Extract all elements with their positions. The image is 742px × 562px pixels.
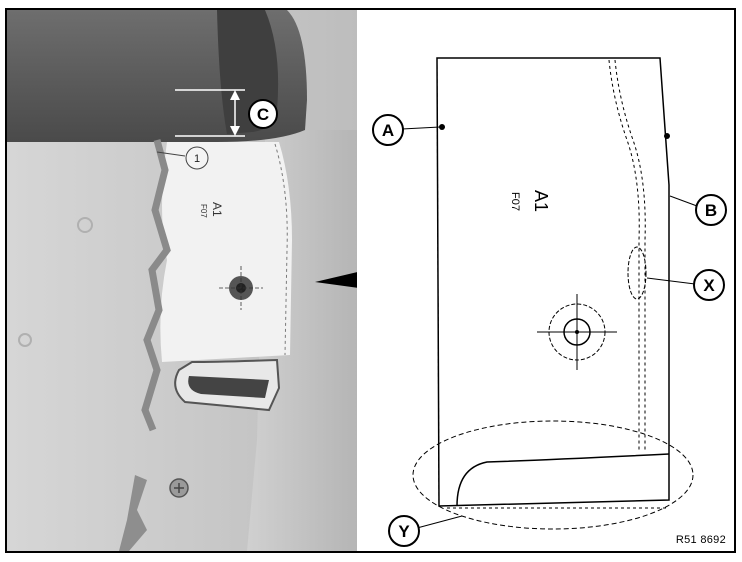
torn-edge bbox=[141, 139, 171, 432]
callout-c-circle bbox=[248, 99, 278, 129]
point-a-dot bbox=[439, 124, 445, 130]
callout-x-label: X bbox=[703, 276, 715, 295]
label-sticker bbox=[160, 142, 292, 362]
label-outline bbox=[436, 57, 670, 507]
callout-a-circle bbox=[372, 114, 404, 146]
reference-code: R51 8692 bbox=[675, 534, 726, 546]
sticker-dashed-edge bbox=[274, 143, 288, 356]
callout-a-leader bbox=[401, 126, 441, 130]
point-b-dot bbox=[664, 133, 670, 139]
label-drawing: A1 F07 A B X Y bbox=[372, 57, 727, 547]
label-left-edge bbox=[436, 57, 440, 507]
perforation-line-2 bbox=[614, 59, 646, 450]
region-x-ellipse bbox=[627, 246, 647, 300]
callout-b-leader bbox=[669, 195, 698, 207]
figure-frame: A1 F07 1 C A1 F07 bbox=[5, 8, 736, 553]
callout-x-circle bbox=[693, 269, 725, 301]
sticker-text-sub: F07 bbox=[199, 204, 208, 218]
body-screw-cross bbox=[174, 483, 184, 493]
callout-y-label: Y bbox=[398, 522, 410, 541]
door-photo: A1 F07 1 C bbox=[7, 10, 357, 551]
callout-x-leader bbox=[646, 277, 696, 285]
dim-c-arrow-up bbox=[230, 90, 240, 100]
callout-b-label: B bbox=[705, 201, 717, 220]
latch-slot bbox=[188, 376, 269, 398]
dimple-2 bbox=[18, 333, 32, 347]
damage-lower bbox=[119, 475, 147, 551]
callout-1-label: 1 bbox=[194, 153, 200, 165]
callout-y-leader bbox=[416, 515, 463, 529]
sticker-text-main: A1 bbox=[210, 202, 224, 217]
dimple-1 bbox=[77, 217, 93, 233]
region-y-ellipse bbox=[412, 420, 694, 530]
hook-curve bbox=[456, 453, 670, 507]
perforation-line bbox=[608, 59, 640, 450]
callout-1-circle bbox=[185, 146, 209, 170]
callout-y-circle bbox=[388, 515, 420, 547]
pointer-arrow bbox=[315, 272, 357, 288]
callout-1-leader bbox=[156, 151, 186, 157]
drawing-text-main: A1 bbox=[531, 190, 551, 212]
callout-a-label: A bbox=[382, 121, 394, 140]
callout-c-label: C bbox=[257, 105, 269, 124]
drawing-text-sub: F07 bbox=[509, 192, 521, 211]
dim-c-arrow-down bbox=[230, 126, 240, 136]
callout-b-circle bbox=[695, 194, 727, 226]
